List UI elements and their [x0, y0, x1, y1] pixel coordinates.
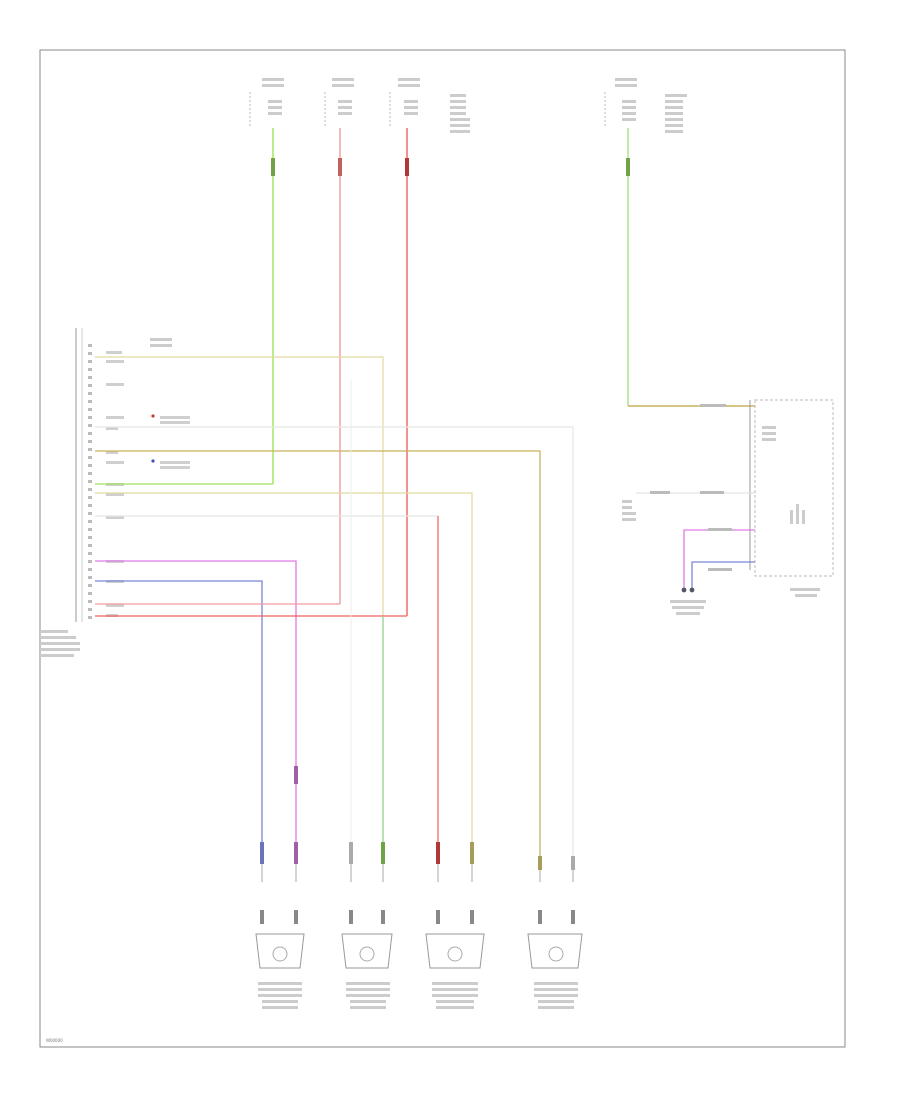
ground-symbol-icon [151, 459, 155, 463]
control-module [40, 328, 172, 657]
connector-icon [338, 158, 342, 176]
connector-icon [571, 856, 575, 870]
bottom-unit-3 [425, 864, 485, 1009]
wire-grey-1 [95, 426, 574, 860]
diagram-frame [39, 49, 846, 1048]
connector-icon [294, 766, 298, 784]
power-source-1 [249, 78, 284, 128]
wire-magenta [95, 560, 297, 842]
connector-icon [436, 842, 440, 864]
right-module [749, 399, 834, 597]
connector-icon [470, 842, 474, 864]
connector-icon [294, 842, 298, 864]
ground-symbol-icon [151, 414, 155, 418]
connector-icon [405, 158, 409, 176]
connector-icon [538, 856, 542, 870]
connector-icon [260, 842, 264, 864]
diagram-footer-code: W00000 [46, 1038, 63, 1043]
wire-tan-2 [95, 492, 473, 842]
connector-icon [349, 842, 353, 864]
connector-icon [271, 158, 275, 176]
power-source-3 [389, 78, 470, 133]
module-pin-markers [88, 344, 92, 619]
ground-connector-icon [689, 587, 695, 593]
connector-icon [381, 842, 385, 864]
wire-blue-right [691, 561, 755, 588]
bottom-unit-2 [341, 864, 393, 1009]
bottom-unit-1 [255, 864, 305, 1009]
power-source-2 [324, 78, 354, 128]
wire-magenta-right [683, 529, 755, 588]
ground-connector-icon [681, 587, 687, 593]
module-wire-tags [106, 351, 190, 617]
connector-icon [626, 158, 630, 176]
wire-blue [95, 580, 263, 842]
bottom-unit-4 [527, 870, 583, 1009]
power-source-4 [604, 78, 687, 133]
wire-olive-1 [95, 450, 541, 860]
